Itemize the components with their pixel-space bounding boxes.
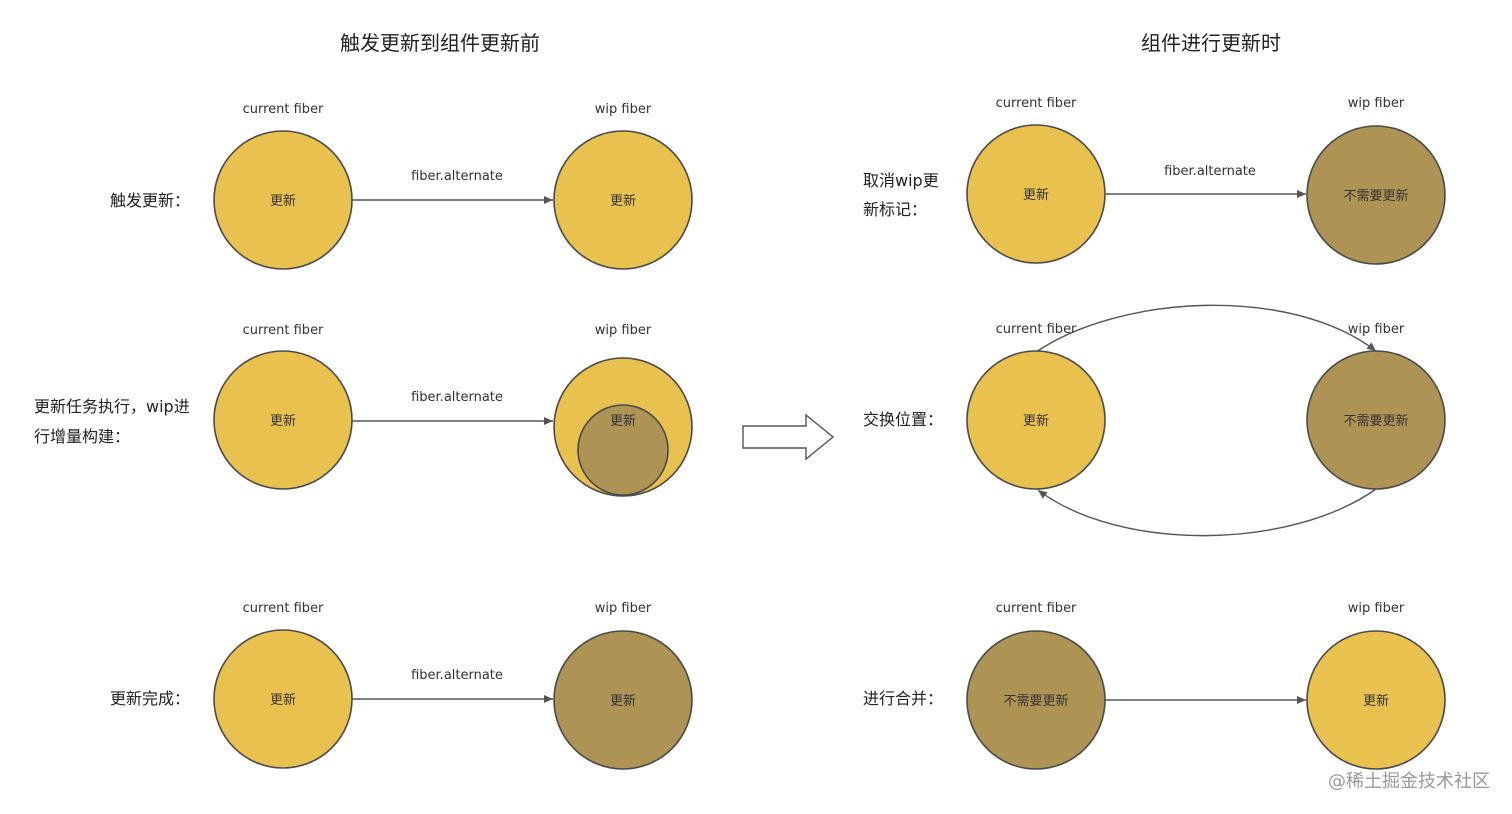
watermark: @稀土掘金技术社区 — [1328, 771, 1490, 792]
row-label-cancel-mark-line2: 新标记： — [863, 200, 927, 219]
row-label-update-task-line2: 行增量构建： — [34, 427, 130, 446]
node-label: 更新 — [270, 692, 296, 708]
current-fiber-label: current fiber — [996, 601, 1077, 616]
current-fiber-label: current fiber — [243, 102, 324, 117]
wip-fiber-node — [1306, 125, 1446, 265]
alternate-label: fiber.alternate — [411, 390, 503, 405]
swap-arrow-top — [1035, 304, 1377, 353]
node-label: 更新 — [610, 413, 636, 429]
swap-arrow-bottom — [1037, 488, 1377, 537]
current-fiber-label: current fiber — [996, 322, 1077, 337]
node-label: 更新 — [1023, 413, 1049, 429]
current-fiber-label: current fiber — [243, 323, 324, 338]
node-label: 更新 — [270, 193, 296, 209]
node-label: 不需要更新 — [1343, 413, 1408, 429]
wip-fiber-node — [1306, 350, 1446, 490]
row-label-trigger-update: 触发更新： — [110, 191, 190, 210]
transition-arrow-icon — [742, 413, 835, 461]
wip-fiber-label: wip fiber — [595, 323, 652, 338]
wip-fiber-partial-node — [577, 404, 669, 496]
alternate-label: fiber.alternate — [1164, 164, 1256, 179]
node-label: 更新 — [610, 693, 636, 709]
wip-fiber-node — [553, 130, 693, 270]
current-fiber-node — [213, 350, 353, 490]
node-label: 不需要更新 — [1343, 188, 1408, 204]
node-label: 更新 — [270, 413, 296, 429]
row-label-update-complete: 更新完成： — [110, 689, 190, 708]
row-label-cancel-mark-line1: 取消wip更 — [863, 171, 939, 190]
node-label: 更新 — [1023, 187, 1049, 203]
node-label: 更新 — [1363, 693, 1389, 709]
alternate-label: fiber.alternate — [411, 169, 503, 184]
wip-fiber-label: wip fiber — [595, 601, 652, 616]
left-title: 触发更新到组件更新前 — [340, 31, 540, 55]
current-fiber-label: current fiber — [243, 601, 324, 616]
wip-fiber-node — [553, 630, 693, 770]
current-fiber-node — [966, 350, 1106, 490]
wip-fiber-label: wip fiber — [1348, 322, 1405, 337]
alternate-label: fiber.alternate — [411, 668, 503, 683]
row-label-merge: 进行合并： — [863, 689, 943, 708]
wip-fiber-label: wip fiber — [595, 102, 652, 117]
node-label: 不需要更新 — [1003, 693, 1068, 709]
current-fiber-label: current fiber — [996, 96, 1077, 111]
wip-fiber-label: wip fiber — [1348, 96, 1405, 111]
wip-fiber-node — [1306, 630, 1446, 770]
row-label-update-task-line1: 更新任务执行，wip进 — [34, 397, 190, 416]
row-label-swap: 交换位置： — [863, 410, 943, 429]
wip-fiber-label: wip fiber — [1348, 601, 1405, 616]
right-title: 组件进行更新时 — [1141, 31, 1281, 55]
node-label: 更新 — [610, 193, 636, 209]
